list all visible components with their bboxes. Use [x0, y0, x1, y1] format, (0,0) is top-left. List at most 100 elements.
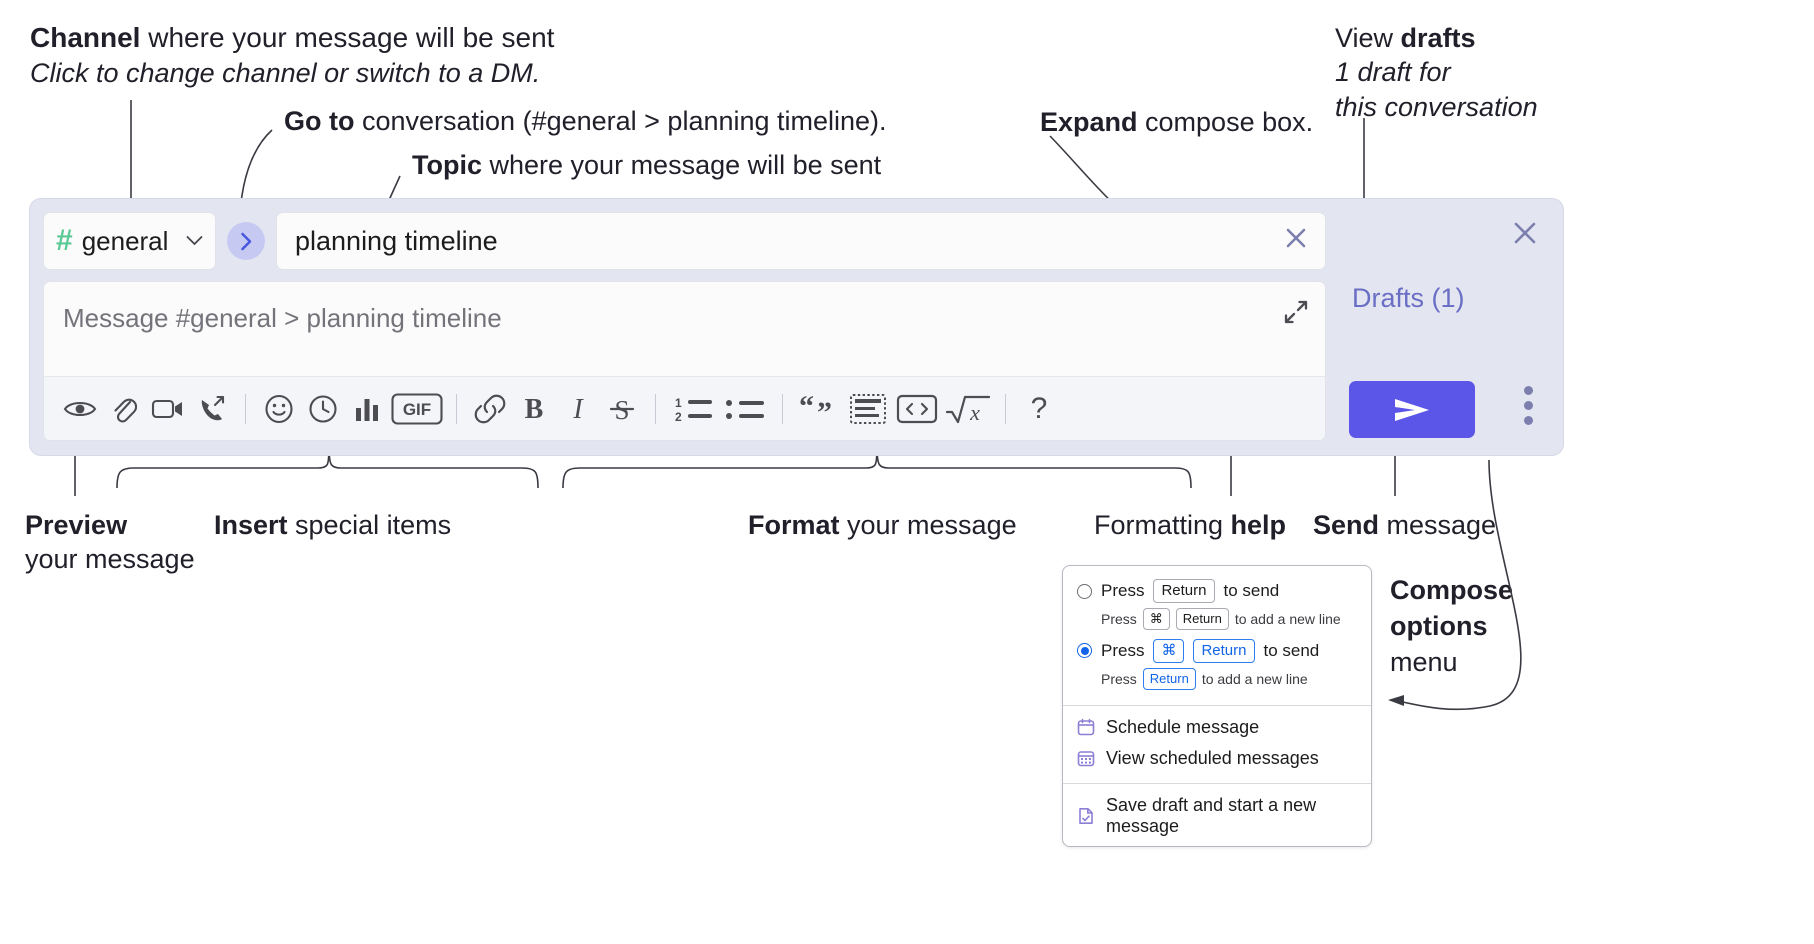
- video-clip-icon[interactable]: [146, 387, 190, 431]
- annotation-channel: Channel where your message will be sent …: [30, 20, 554, 90]
- gif-icon[interactable]: GIF: [389, 387, 445, 431]
- calendar-icon: [1077, 718, 1095, 736]
- code-block-icon[interactable]: [844, 387, 892, 431]
- message-composer-panel: # general planning timeline: [29, 198, 1564, 456]
- blockquote-icon[interactable]: “”: [794, 387, 844, 431]
- math-icon[interactable]: x: [942, 387, 994, 431]
- kebab-dot: [1524, 401, 1533, 410]
- svg-text:“: “: [799, 394, 814, 423]
- expand-compose-button[interactable]: [1281, 297, 1311, 332]
- compose-options-menu: Press Return to send Press ⌘ Return to a…: [1062, 565, 1372, 847]
- key-command: ⌘: [1142, 608, 1170, 630]
- svg-text:1: 1: [675, 396, 682, 410]
- channel-selector[interactable]: # general: [43, 212, 216, 270]
- italic-icon[interactable]: I: [556, 387, 600, 431]
- send-message-button[interactable]: [1349, 381, 1475, 438]
- annotation-channel-bold: Channel: [30, 22, 141, 53]
- annotation-compose-options: Compose options menu: [1390, 573, 1560, 681]
- save-draft-icon: [1077, 807, 1095, 825]
- close-composer-button[interactable]: [1509, 217, 1541, 254]
- attachment-icon[interactable]: [102, 387, 146, 431]
- annotation-drafts-italic2: this conversation: [1335, 91, 1538, 122]
- annotation-preview-bold: Preview: [25, 510, 128, 540]
- strikethrough-icon[interactable]: S: [600, 387, 644, 431]
- annotation-goto-rest: conversation (#general > planning timeli…: [354, 106, 887, 136]
- annotation-help-bold: help: [1230, 510, 1287, 540]
- annotation-expand-bold: Expand: [1040, 107, 1138, 137]
- key-return: Return: [1193, 638, 1255, 664]
- annotation-topic-bold: Topic: [412, 150, 482, 180]
- annotation-send-bold: Send: [1313, 510, 1380, 540]
- radio-unselected-icon[interactable]: [1077, 583, 1092, 599]
- composer-main-column: # general planning timeline: [43, 212, 1326, 441]
- hash-icon: #: [56, 224, 73, 257]
- drafts-link[interactable]: Drafts (1): [1352, 283, 1465, 313]
- key-return: Return: [1142, 668, 1196, 690]
- expand-icon: [1284, 300, 1308, 324]
- annotation-send-rest: message: [1379, 510, 1497, 540]
- option-post: to send: [1263, 640, 1320, 660]
- topic-value: planning timeline: [295, 225, 498, 256]
- kebab-dot: [1524, 386, 1533, 395]
- annotation-topic-rest: where your message will be sent: [482, 150, 882, 180]
- calendar-grid-icon: [1077, 749, 1095, 767]
- send-paper-plane-icon: [1395, 398, 1429, 421]
- menu-item-view-scheduled-messages[interactable]: View scheduled messages: [1063, 743, 1371, 774]
- menu-item-label: View scheduled messages: [1106, 747, 1319, 768]
- topic-field[interactable]: planning timeline: [276, 212, 1326, 270]
- menu-option-cmd-return-to-send[interactable]: Press ⌘ Return to send: [1063, 636, 1371, 666]
- poll-icon[interactable]: [345, 387, 389, 431]
- radio-selected-icon[interactable]: [1077, 643, 1092, 659]
- chevron-right-icon: [240, 232, 251, 250]
- svg-text:B: B: [525, 394, 544, 424]
- message-input-area[interactable]: Message #general > planning timeline: [43, 281, 1326, 441]
- menu-item-label: Save draft and start a new message: [1106, 794, 1317, 836]
- bulleted-list-icon[interactable]: [719, 387, 771, 431]
- svg-text:GIF: GIF: [403, 400, 431, 419]
- annotation-insert-rest: special items: [287, 510, 452, 540]
- annotation-compose-rest: menu: [1390, 646, 1458, 677]
- formatting-help-button[interactable]: ?: [1017, 387, 1061, 431]
- clock-icon[interactable]: [301, 387, 345, 431]
- annotation-format-bold: Format: [748, 510, 840, 540]
- toolbar-divider: [655, 393, 656, 424]
- annotation-help-plain: Formatting: [1094, 510, 1231, 540]
- key-return: Return: [1175, 608, 1229, 630]
- question-mark-icon: ?: [1030, 391, 1048, 425]
- bold-icon[interactable]: B: [512, 387, 556, 431]
- annotation-goto: Go to conversation (#general > planning …: [284, 104, 887, 138]
- compose-options-button[interactable]: [1524, 386, 1533, 425]
- sub-post: to add a new line: [1201, 670, 1308, 687]
- composer-header-row: # general planning timeline: [43, 212, 1326, 270]
- menu-item-schedule-message[interactable]: Schedule message: [1063, 712, 1371, 743]
- toolbar-divider: [1005, 393, 1006, 424]
- annotation-compose-bold1: Compose: [1390, 575, 1514, 605]
- clear-topic-icon[interactable]: [1281, 223, 1311, 260]
- annotation-preview: Preview your message: [25, 508, 225, 577]
- menu-item-label: Schedule message: [1106, 716, 1260, 737]
- menu-item-save-draft[interactable]: Save draft and start a new message: [1063, 790, 1371, 842]
- sub-pre: Press: [1101, 611, 1137, 628]
- key-command: ⌘: [1153, 638, 1185, 664]
- emoji-icon[interactable]: [257, 387, 301, 431]
- goto-conversation-button[interactable]: [227, 222, 265, 260]
- chevron-down-icon: [186, 231, 203, 251]
- annotation-drafts: View drafts 1 draft for this conversatio…: [1335, 21, 1538, 124]
- menu-divider: [1063, 704, 1371, 706]
- svg-text:I: I: [572, 394, 584, 424]
- annotation-channel-italic: Click to change channel or switch to a D…: [30, 57, 541, 88]
- close-icon: [1514, 222, 1536, 244]
- annotation-format: Format your message: [748, 508, 1017, 542]
- option-pre: Press: [1101, 581, 1145, 601]
- menu-option-return-to-send[interactable]: Press Return to send: [1063, 576, 1371, 606]
- annotation-drafts-plain: View: [1335, 23, 1401, 53]
- audio-clip-icon[interactable]: [190, 387, 234, 431]
- key-return: Return: [1153, 579, 1215, 604]
- preview-icon[interactable]: [58, 387, 102, 431]
- annotation-format-rest: your message: [839, 510, 1017, 540]
- annotation-goto-bold: Go to: [284, 106, 355, 136]
- link-icon[interactable]: [468, 387, 512, 431]
- code-icon[interactable]: [892, 387, 942, 431]
- menu-divider: [1063, 782, 1371, 784]
